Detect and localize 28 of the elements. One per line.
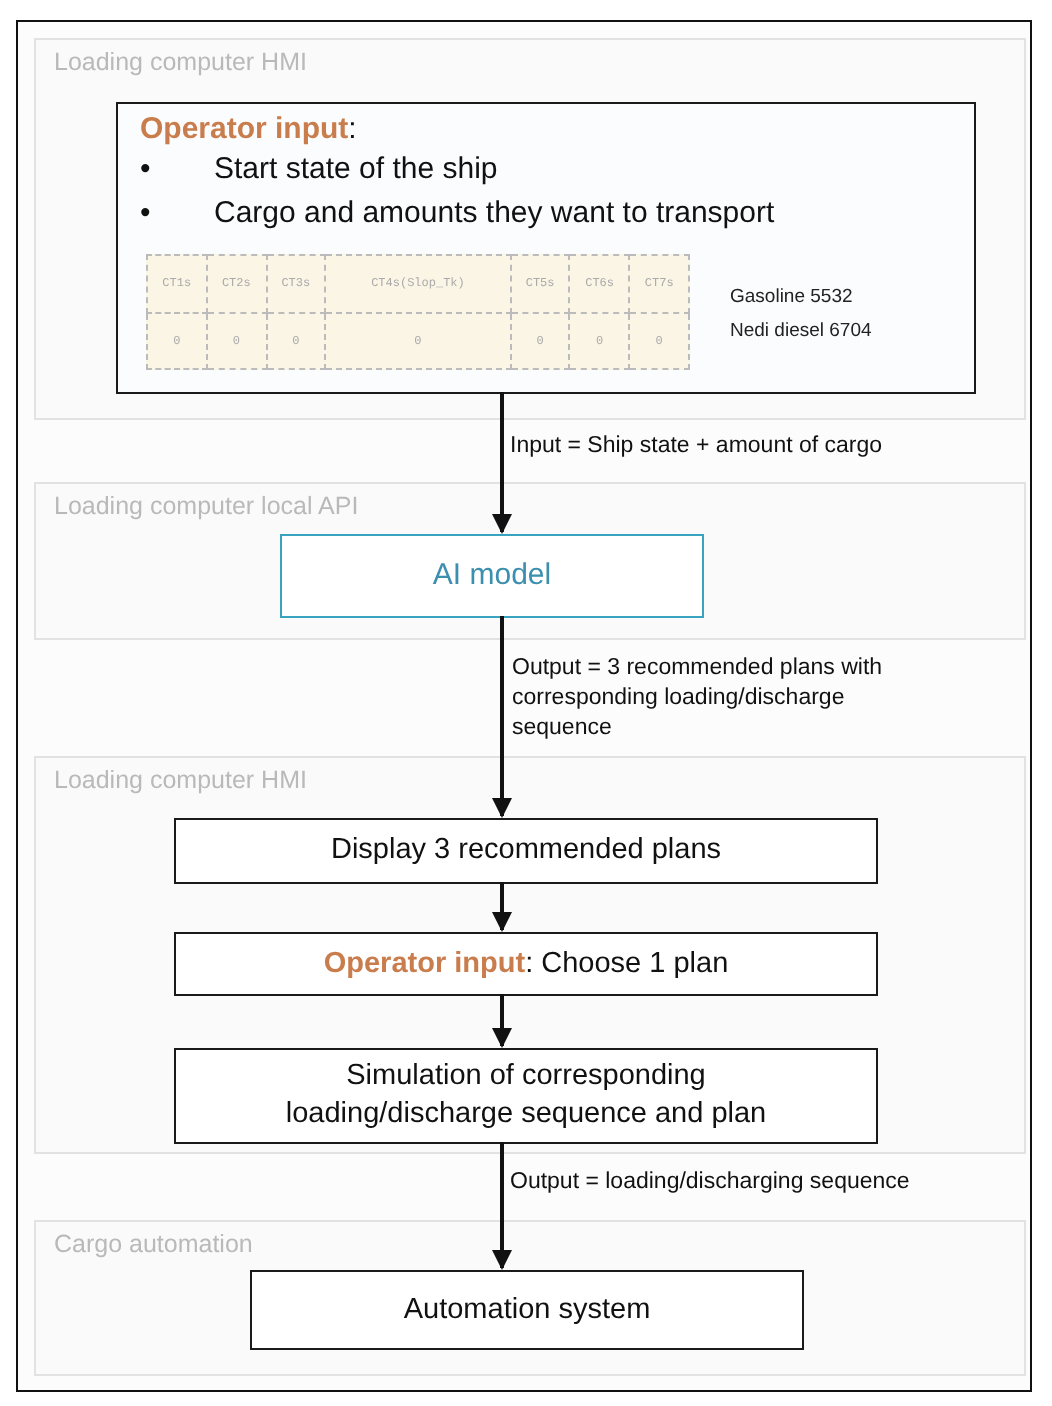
group-panel bbox=[34, 482, 1026, 640]
edge-label: Input = Ship state + amount of cargo bbox=[510, 432, 883, 462]
arrow bbox=[492, 882, 512, 932]
group-panel bbox=[34, 1220, 1026, 1376]
edge-label: Output = loading/discharging sequence bbox=[510, 1168, 910, 1198]
bullet-item: Start state of the ship bbox=[214, 152, 498, 186]
process-box: Operator input: Choose 1 plan bbox=[174, 932, 878, 996]
process-box: Display 3 recommended plans bbox=[174, 818, 878, 884]
group-panel bbox=[34, 38, 1026, 420]
model-box: AI model bbox=[280, 534, 704, 618]
group-title: Cargo automation bbox=[54, 1230, 253, 1258]
box-heading: Operator input: bbox=[140, 112, 357, 146]
process-box: Automation system bbox=[250, 1270, 804, 1350]
cargo-note: Gasoline 5532 bbox=[730, 286, 853, 308]
bullet-marker: • bbox=[140, 194, 153, 234]
group-title: Loading computer local API bbox=[54, 492, 359, 520]
group-title: Loading computer HMI bbox=[54, 48, 307, 76]
arrow bbox=[492, 994, 512, 1048]
cargo-note: Nedi diesel 6704 bbox=[730, 320, 872, 342]
group-panel bbox=[34, 756, 1026, 1154]
arrow bbox=[492, 616, 512, 818]
bullet-item: Cargo and amounts they want to transport bbox=[214, 196, 775, 230]
bullet-marker: • bbox=[140, 150, 153, 190]
input-box bbox=[116, 102, 976, 394]
group-title: Loading computer HMI bbox=[54, 766, 307, 794]
arrow bbox=[492, 392, 512, 534]
process-box: Simulation of corresponding loading/discharge sequence and plan bbox=[174, 1048, 878, 1144]
arrow bbox=[492, 1142, 512, 1270]
